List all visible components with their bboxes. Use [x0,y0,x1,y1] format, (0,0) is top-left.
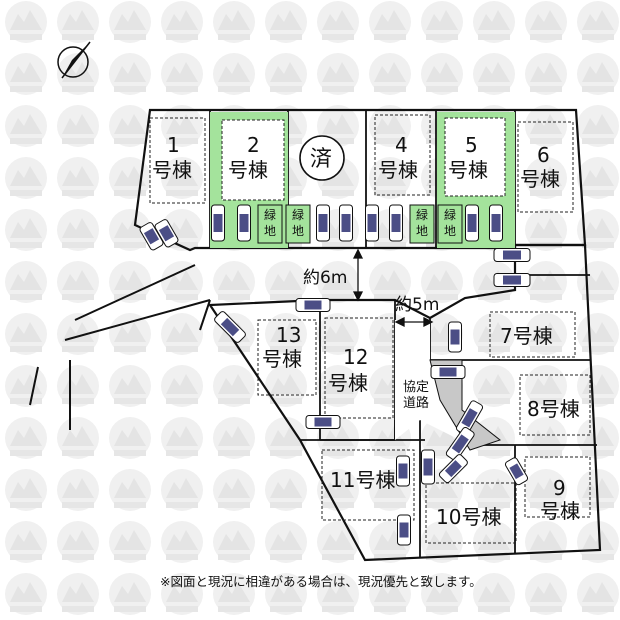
car-icon [448,321,462,353]
car-icon [154,219,179,248]
car-icon [214,311,246,343]
car-icon [465,204,479,242]
lot-11-label: 11号棟 [330,468,395,492]
car-icon [455,400,484,436]
private-road-label-2: 道路 [403,395,429,411]
car-icon [504,457,529,486]
lot-3-sold: 済 [310,147,332,172]
road-width-branch: 約5m [395,295,439,315]
disclaimer-note: ※図面と現況に相違がある場合は、現況優先と致します。 [160,574,482,589]
green-label-3a: 緑 [416,207,428,222]
lot-13-number: 13 [276,323,301,347]
lot-12-kind: 号棟 [328,371,368,395]
lot-5-kind: 号棟 [448,158,488,182]
green-label-2a: 緑 [292,207,304,222]
lot-10-label: 10号棟 [436,505,501,529]
lot-12-number: 12 [343,345,368,369]
car-icon [438,454,468,484]
north-arrow-icon [57,41,91,79]
lot-7-label: 7号棟 [500,324,553,348]
lot-1-kind: 号棟 [152,158,192,182]
green-label-1a: 緑 [264,207,276,222]
car-icon [305,415,341,429]
car-icon [421,449,435,485]
car-icon [339,204,353,242]
car-icon [493,248,531,262]
road-width-arrows [352,248,434,328]
parking-cars [139,204,531,546]
green-label-3b: 地 [416,224,428,238]
car-icon [445,426,475,461]
car-icon [430,365,466,379]
lot-2-number: 2 [247,133,260,157]
car-icon [365,204,379,242]
lot-6-kind: 号棟 [520,167,560,191]
green-label-4b: 地 [444,224,456,238]
car-icon [316,204,330,242]
lot-9-number: 9 [553,476,566,500]
access-road-lines [29,264,211,430]
lot-6-number: 6 [537,143,550,167]
lot-1-number: 1 [167,133,180,157]
car-icon [397,514,411,546]
road-width-main: 約6m [303,268,347,288]
lot-4-kind: 号棟 [378,158,418,182]
private-road [395,320,502,451]
car-icon [295,298,331,312]
lot-2-kind: 号棟 [228,158,268,182]
lot-5-number: 5 [465,133,478,157]
car-icon [489,204,503,242]
green-label-1b: 地 [264,224,276,238]
car-icon [237,204,251,242]
car-icon [389,204,403,242]
lot-13-kind: 号棟 [262,347,302,371]
lot-9-kind: 号棟 [540,499,580,523]
building-footprints [149,114,591,544]
private-road-label-1: 協定 [403,380,429,395]
green-label-2b: 地 [292,224,304,238]
car-icon [211,204,225,242]
lot-4-number: 4 [395,133,408,157]
green-label-4a: 緑 [444,207,456,222]
sold-badge [299,135,345,181]
car-icon [396,455,410,487]
car-icon [139,222,164,251]
car-icon [493,273,531,287]
lot-8-label: 8号棟 [527,397,580,421]
